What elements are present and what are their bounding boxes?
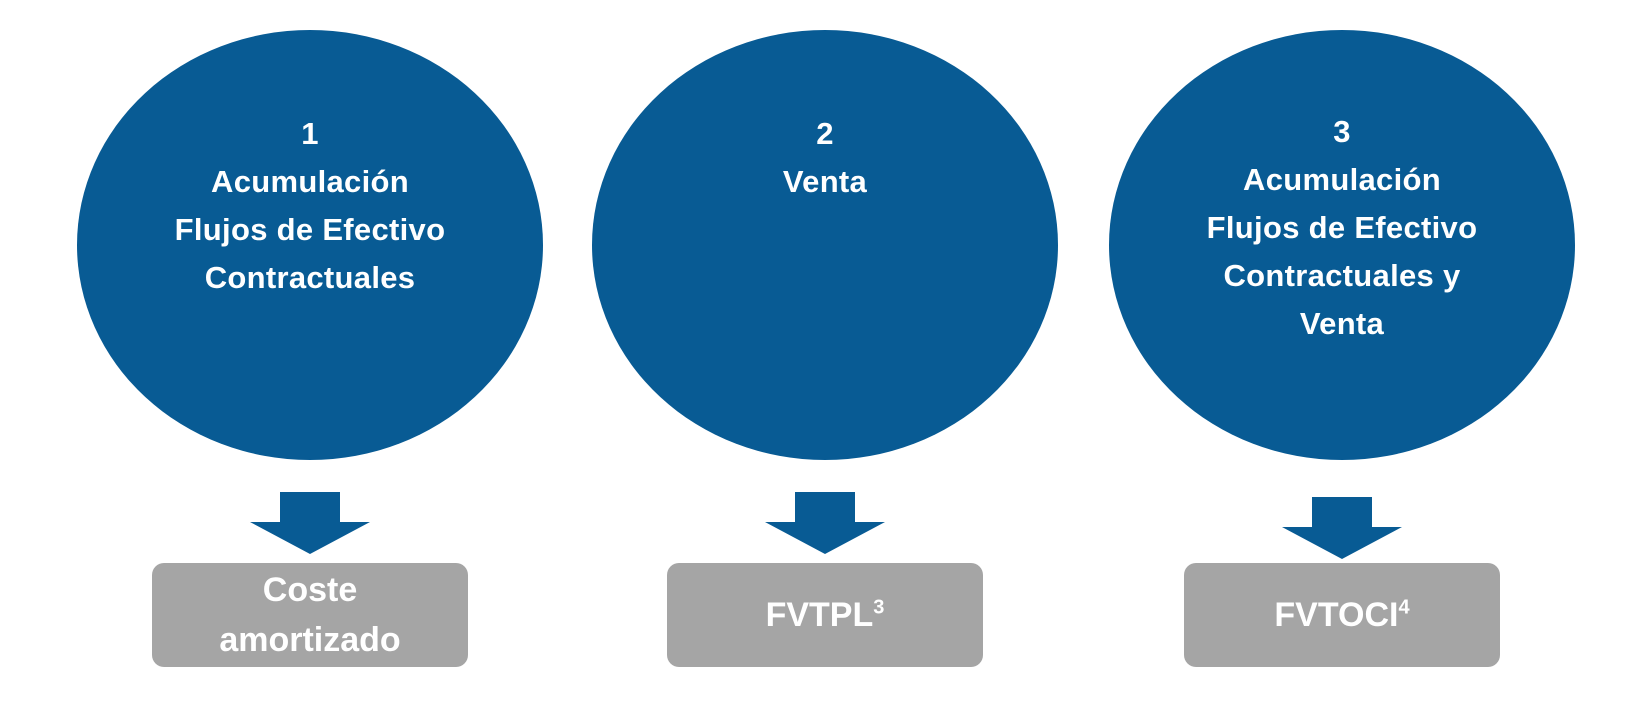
measurement-label: FVTPL3 — [766, 590, 885, 640]
down-arrow-icon — [1282, 497, 1402, 559]
measurement-label-line: amortizado — [219, 621, 401, 659]
down-arrow-icon — [250, 492, 370, 554]
model-number: 2 — [816, 116, 834, 151]
model-circle: 1 Acumulación Flujos de Efectivo Contrac… — [77, 30, 543, 460]
model-title-line: Acumulación — [1243, 162, 1441, 197]
measurement-label-text: FVTOCI — [1274, 596, 1399, 634]
model-title-line: Flujos de Efectivo — [174, 212, 446, 247]
measurement-label: FVTOCI4 — [1274, 590, 1409, 640]
measurement-box: FVTOCI4 — [1184, 563, 1500, 667]
business-model-1: 1 Acumulación Flujos de Efectivo Contrac… — [60, 0, 560, 705]
model-number: 1 — [301, 116, 319, 151]
down-arrow-icon — [765, 492, 885, 554]
measurement-label-text: FVTPL — [765, 596, 874, 634]
footnote-marker: 4 — [1398, 596, 1410, 619]
measurement-box: FVTPL3 — [667, 563, 983, 667]
model-circle: 2 Venta — [592, 30, 1058, 460]
model-title-line: Acumulación — [211, 164, 409, 199]
business-model-2: 2 Venta FVTPL3 — [575, 0, 1075, 705]
model-title-line: Flujos de Efectivo — [1206, 210, 1478, 245]
model-number: 3 — [1333, 114, 1351, 149]
model-title-line: Venta — [782, 164, 868, 199]
measurement-box: Coste amortizado — [152, 563, 468, 667]
model-circle: 3 Acumulación Flujos de Efectivo Contrac… — [1109, 30, 1575, 460]
model-title-line: Venta — [1299, 306, 1385, 341]
measurement-label-line: Coste — [262, 571, 358, 609]
model-title-line: Contractuales y — [1223, 258, 1461, 293]
model-title-line: Contractuales — [204, 260, 416, 295]
business-model-3: 3 Acumulación Flujos de Efectivo Contrac… — [1092, 0, 1592, 705]
footnote-marker: 3 — [873, 596, 885, 619]
